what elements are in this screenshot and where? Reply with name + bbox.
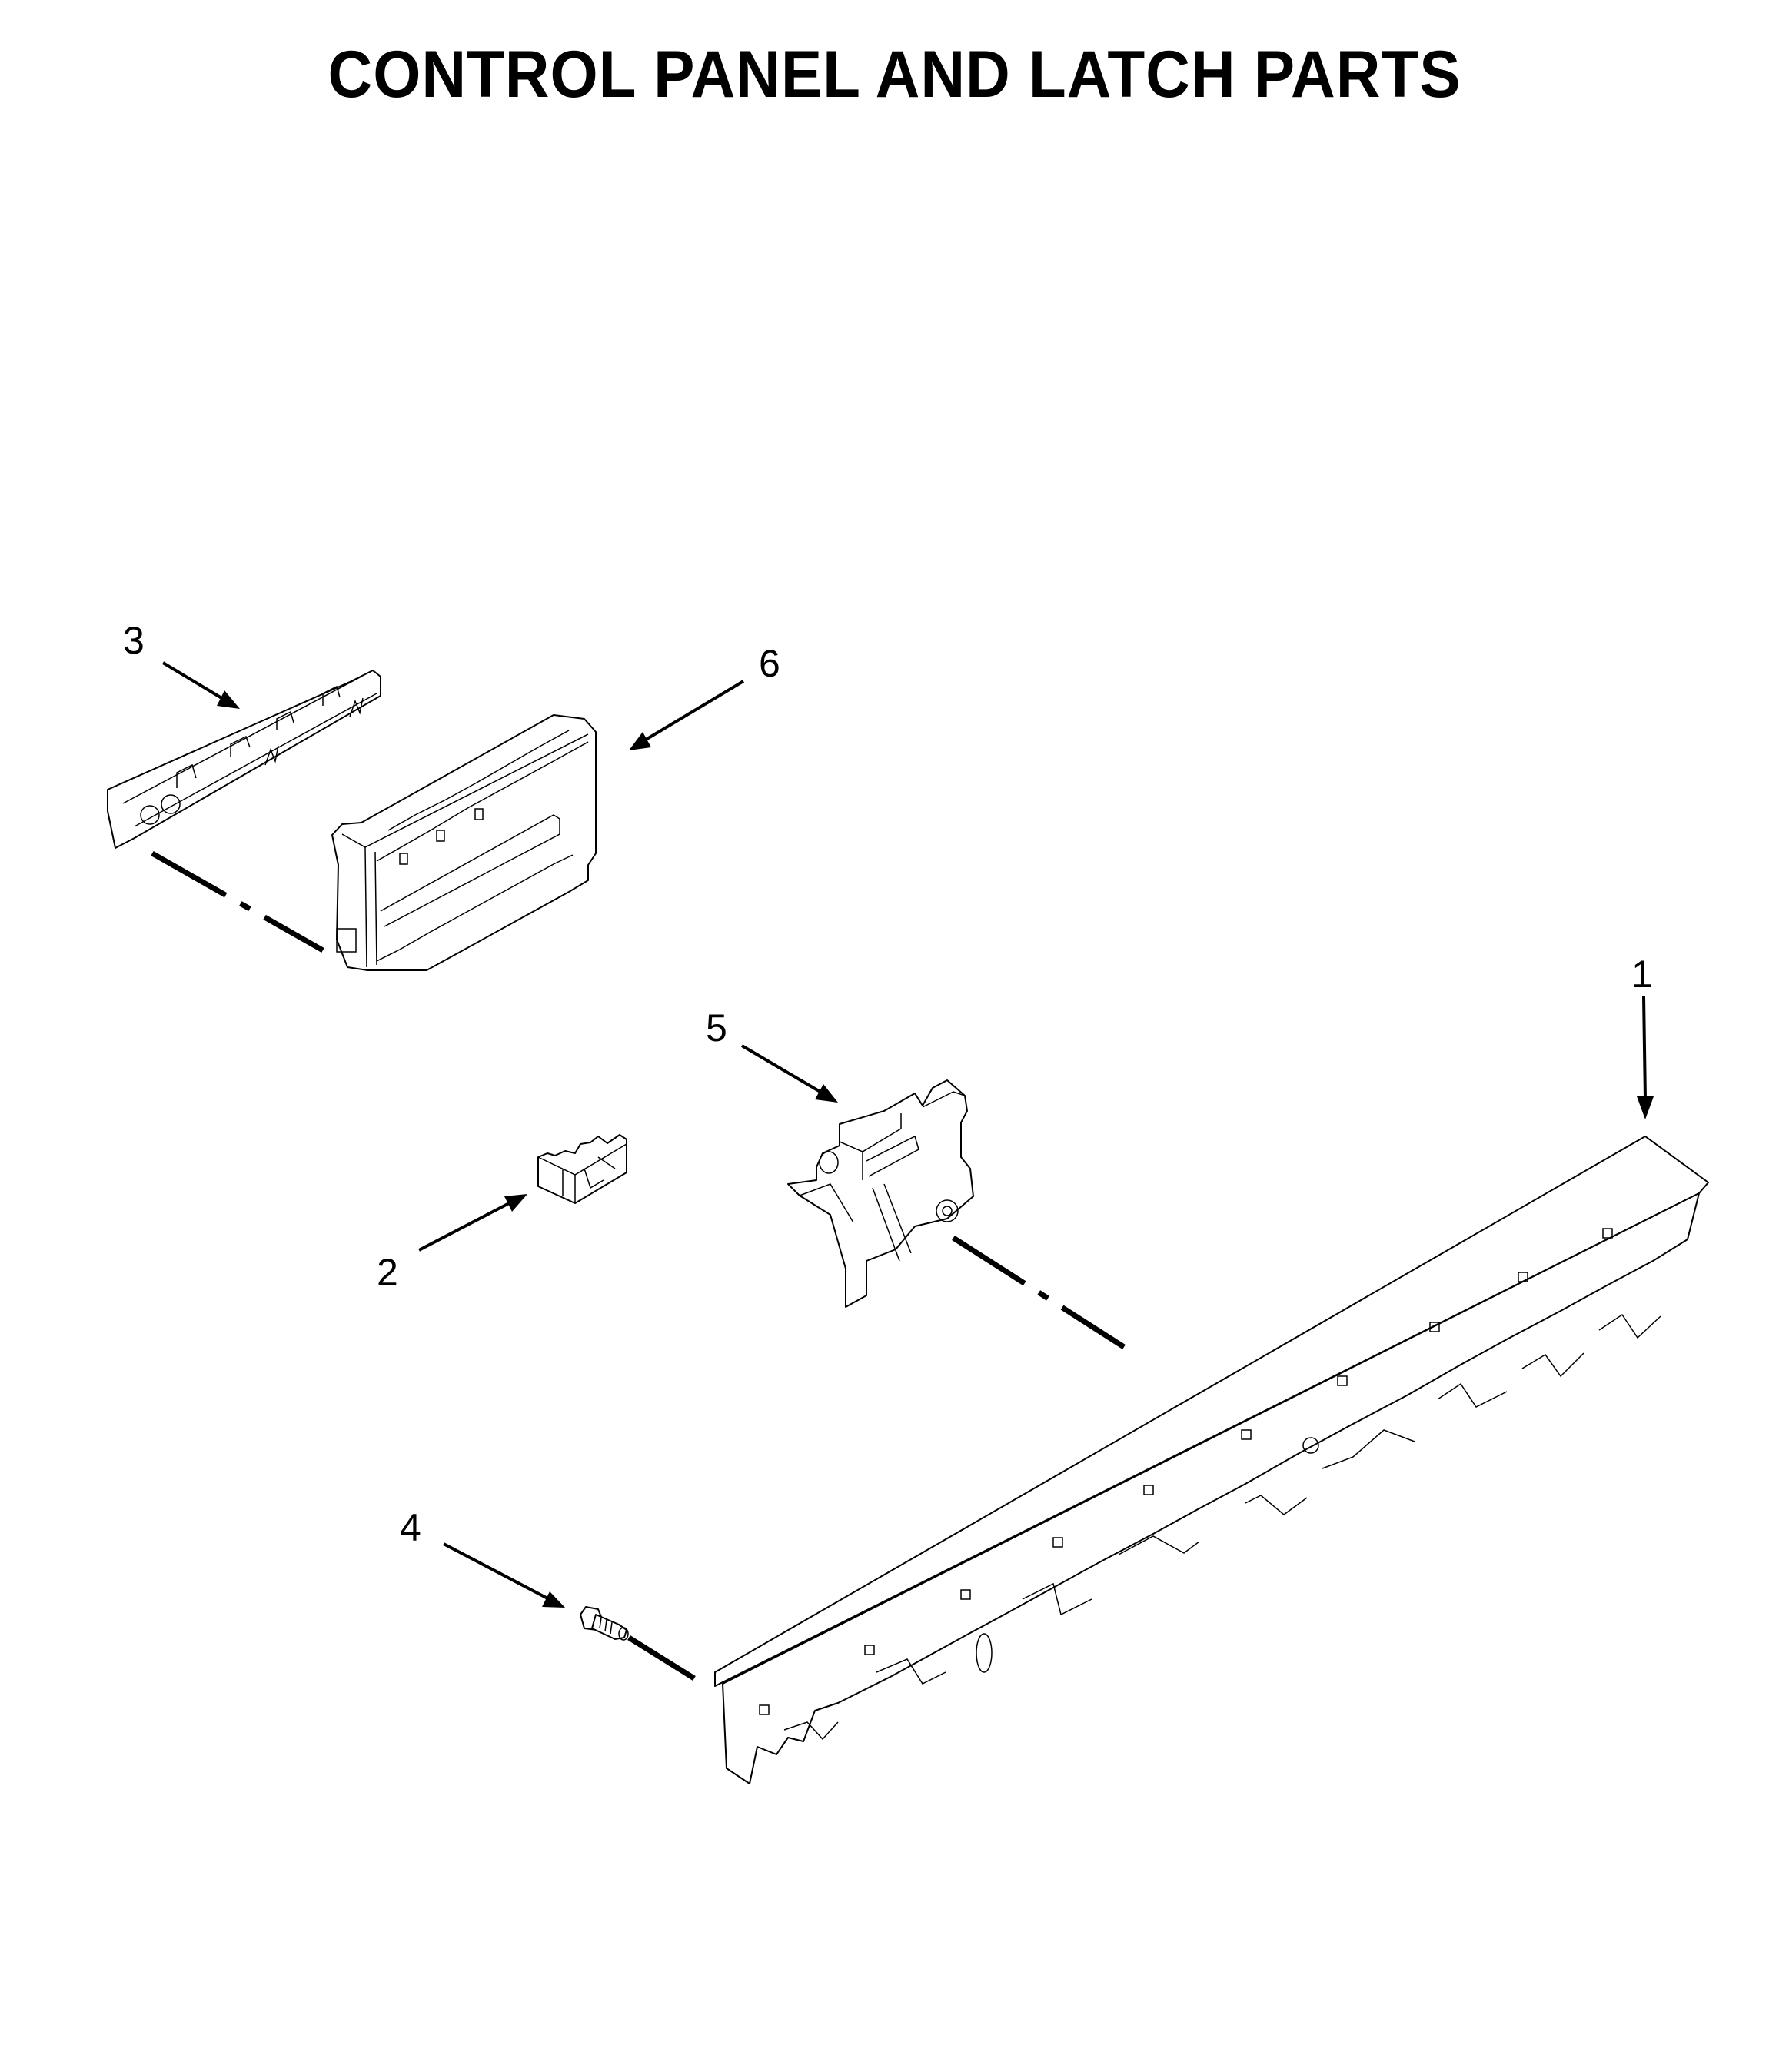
callout-5: 5: [706, 1006, 727, 1049]
leader-arrow-4: [443, 1542, 565, 1608]
leader-arrow-1: [1637, 996, 1654, 1119]
part-1-control-panel[interactable]: [714, 1136, 1709, 1784]
leader-arrow-6: [629, 680, 745, 750]
leader-arrow-5: [740, 1044, 838, 1103]
assembly-line-5-1: [952, 1236, 1126, 1349]
callout-3: 3: [123, 619, 145, 662]
part-5-door-latch[interactable]: [787, 1079, 974, 1308]
part-6-control-board[interactable]: [331, 714, 597, 971]
assembly-line-4-1: [627, 1635, 696, 1681]
callout-2: 2: [377, 1251, 398, 1294]
callout-6: 6: [759, 642, 780, 685]
callout-4: 4: [400, 1506, 421, 1549]
part-2-bracket-clip[interactable]: [537, 1134, 627, 1204]
assembly-line-3-6: [151, 850, 324, 953]
part-3-rail[interactable]: [107, 670, 381, 849]
page-title: CONTROL PANEL AND LATCH PARTS: [328, 38, 1461, 111]
part-4-screw[interactable]: [580, 1606, 629, 1641]
leader-arrow-2: [418, 1194, 527, 1252]
callout-1: 1: [1631, 953, 1653, 996]
leader-arrow-3: [161, 661, 240, 709]
